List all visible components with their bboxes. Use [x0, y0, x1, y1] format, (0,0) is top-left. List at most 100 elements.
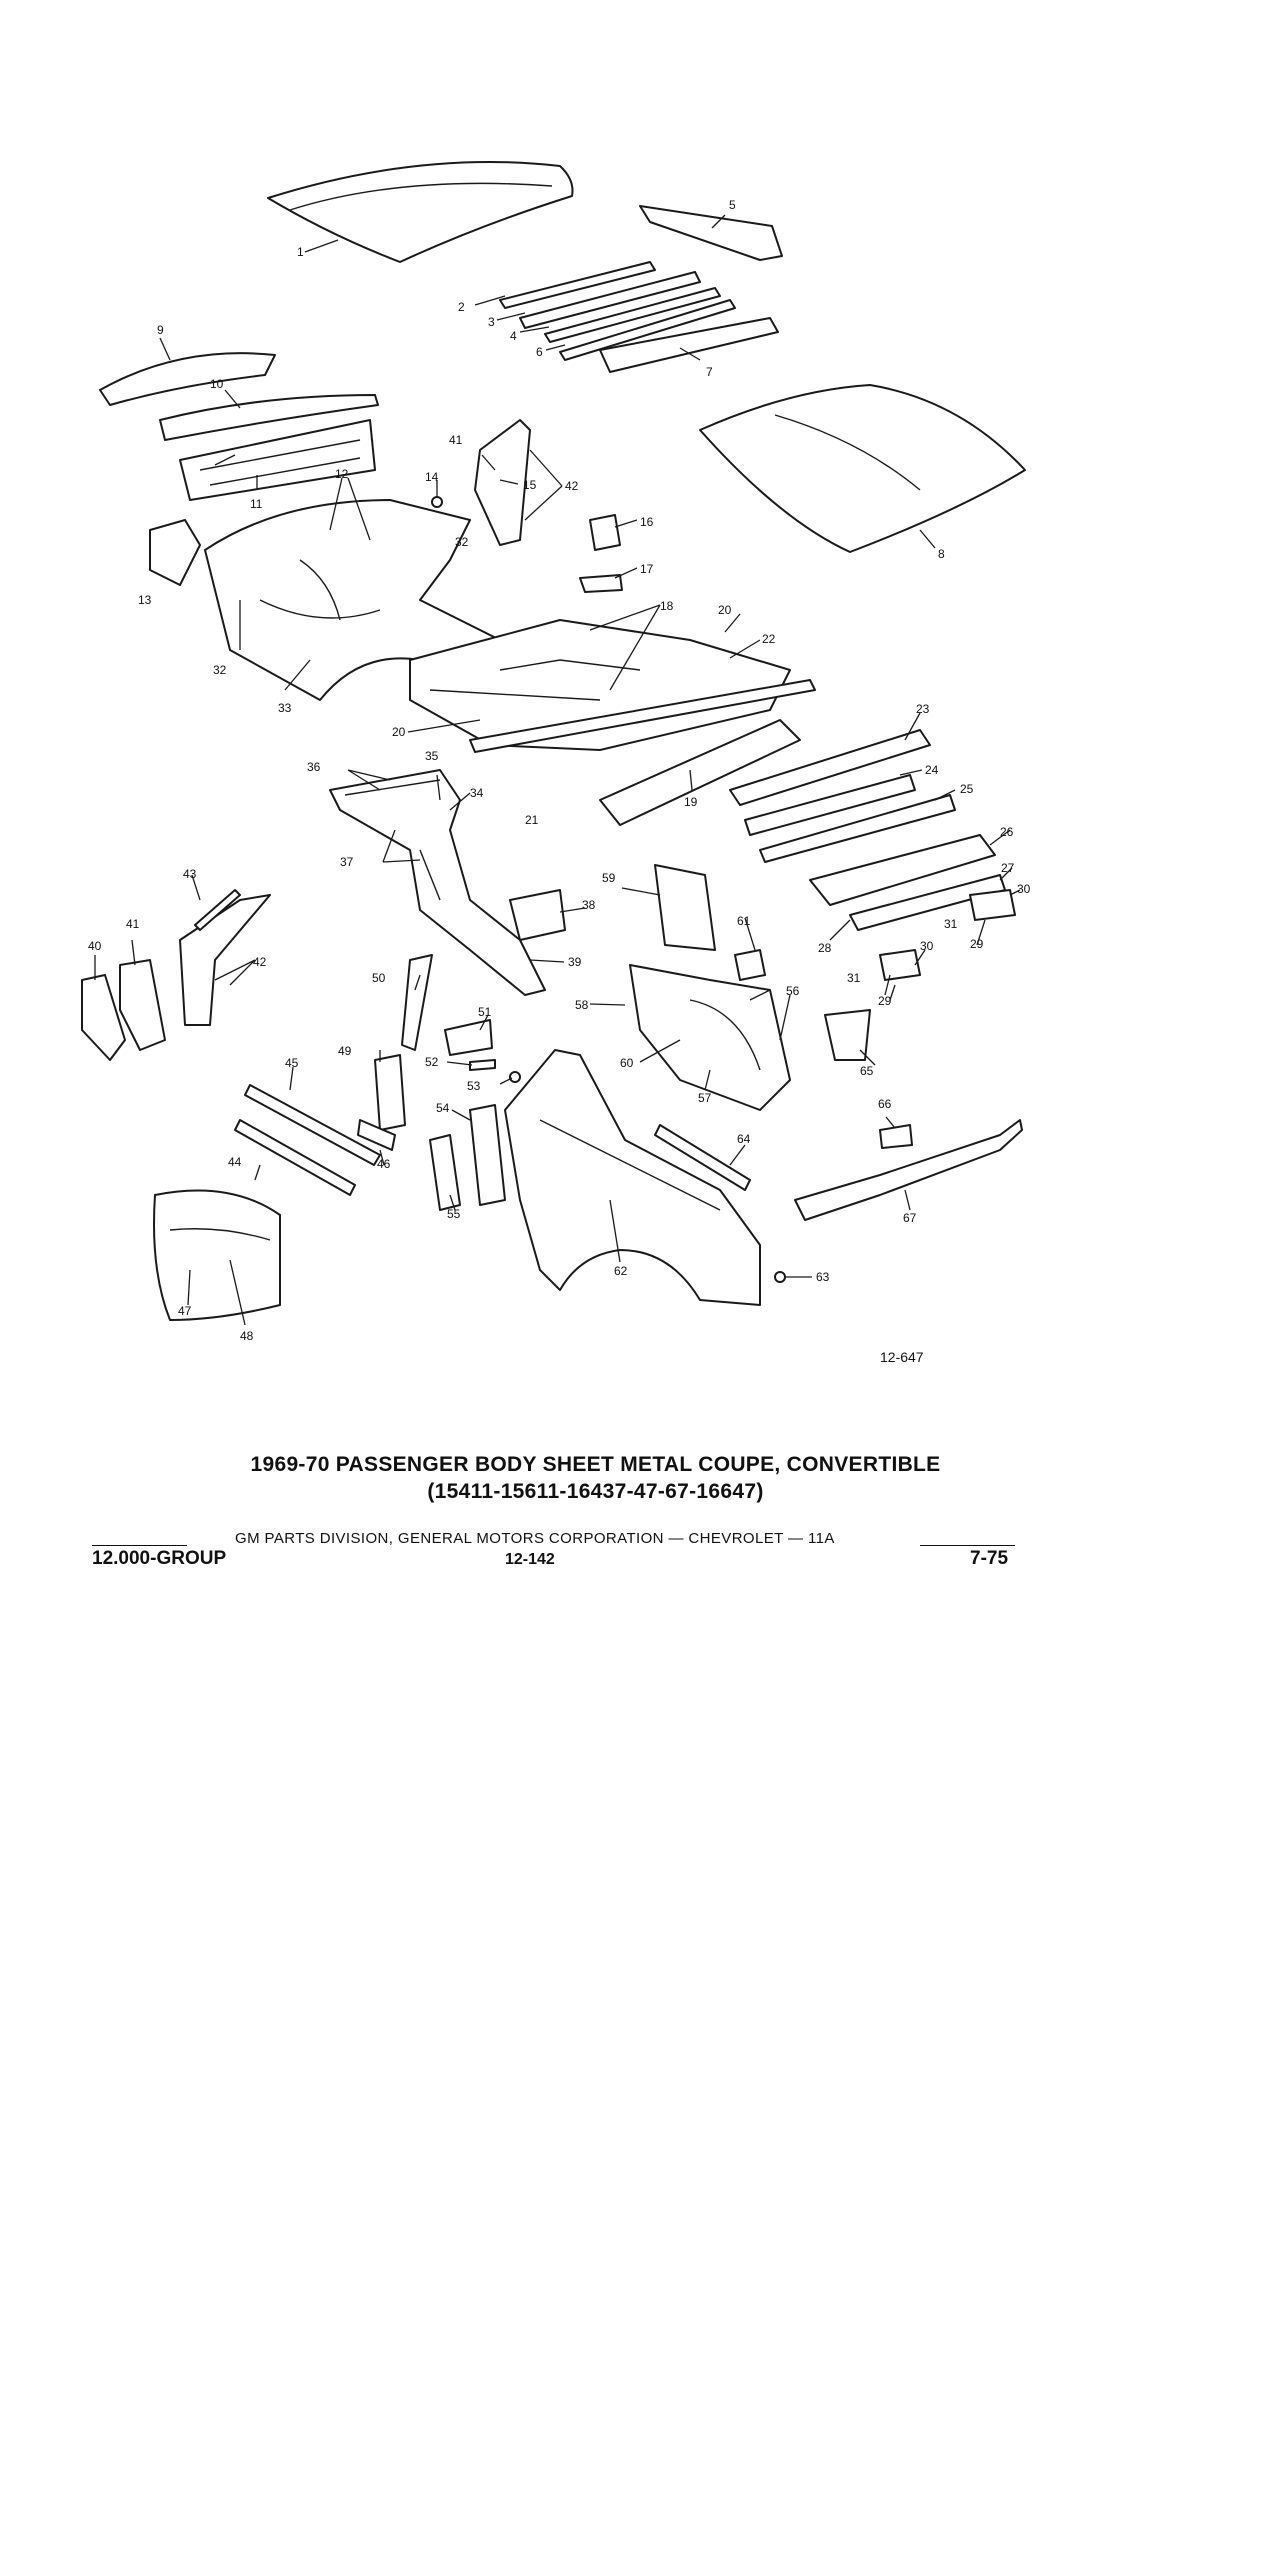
callout-21: 21 — [525, 813, 539, 827]
part-cowl-vent-panel — [99, 352, 276, 406]
callout-38: 38 — [582, 898, 596, 912]
callout-32b: 32 — [213, 663, 227, 677]
part-quarter-outer-panel — [504, 1049, 761, 1306]
callout-66: 66 — [878, 1097, 892, 1111]
part-deck-lid — [699, 384, 1026, 553]
part-floor-side-rail — [809, 834, 996, 906]
part-door-outer-panel — [153, 1189, 281, 1321]
callout-54: 54 — [436, 1101, 450, 1115]
part-bracket — [589, 514, 621, 551]
callout-4: 4 — [510, 329, 517, 343]
callout-43: 43 — [183, 867, 197, 881]
part-windshield-pillar — [401, 954, 433, 1051]
callout-44: 44 — [228, 1155, 242, 1169]
callout-19: 19 — [684, 795, 698, 809]
callout-37: 37 — [340, 855, 354, 869]
callout-18: 18 — [660, 599, 674, 613]
footer-group-number: 12.000-GROUP — [92, 1548, 227, 1569]
callout-32a: 32 — [455, 535, 469, 549]
callout-41a: 41 — [126, 917, 140, 931]
part-door-rails — [234, 1084, 396, 1196]
callout-39: 39 — [568, 955, 582, 969]
callout-22: 22 — [762, 632, 776, 646]
part-dash-top — [159, 394, 379, 441]
callout-50: 50 — [372, 971, 386, 985]
part-lock-pillar-outer — [469, 1104, 506, 1206]
callout-33: 33 — [278, 701, 292, 715]
figure-reference-number: 12-647 — [880, 1349, 924, 1365]
part-roof-panel — [267, 161, 574, 263]
callout-52: 52 — [425, 1055, 439, 1069]
part-front-body-pillar — [329, 769, 546, 996]
part-rear-end-panel — [794, 1119, 1023, 1221]
callout-61: 61 — [737, 914, 751, 928]
callout-7: 7 — [706, 365, 713, 379]
callout-45: 45 — [285, 1056, 299, 1070]
callout-28: 28 — [818, 941, 832, 955]
callout-42a: 42 — [565, 479, 579, 493]
part-hinge-pillar — [374, 1054, 406, 1131]
part-wheelhouse-bracket — [734, 949, 766, 981]
callout-55: 55 — [447, 1207, 461, 1221]
callout-9: 9 — [157, 323, 164, 337]
footer-revision-date: 7-75 — [970, 1548, 1009, 1569]
callout-5: 5 — [729, 198, 736, 212]
part-cross-member — [469, 679, 816, 753]
part-pillar-filler — [444, 1019, 493, 1056]
part-quarter-brace — [824, 1009, 871, 1061]
callout-59: 59 — [602, 871, 616, 885]
part-body-lock-pillar — [474, 419, 531, 546]
part-rear-floor-pan — [409, 619, 791, 751]
part-rocker-panels — [729, 729, 956, 863]
callout-15: 15 — [523, 478, 537, 492]
part-cowl-side-panel — [149, 519, 201, 586]
callout-20a: 20 — [718, 603, 732, 617]
leader-lines — [94, 214, 1021, 1326]
callout-41b: 41 — [449, 433, 463, 447]
footer-rule-right — [920, 1545, 1015, 1546]
callout-42b: 42 — [253, 955, 267, 969]
callout-46: 46 — [377, 1157, 391, 1171]
part-dash-panel — [179, 419, 376, 501]
callout-49: 49 — [338, 1044, 352, 1058]
callout-1: 1 — [297, 245, 304, 259]
part-spring-hanger — [969, 889, 1016, 921]
exploded-parts-diagram: 1 2 3 4 5 6 7 8 9 10 11 12 13 14 15 16 1… — [81, 161, 1031, 1365]
part-clip — [431, 496, 443, 508]
part-seat-bracket — [579, 574, 623, 593]
part-windshield-header — [639, 205, 783, 261]
callout-35: 35 — [425, 749, 439, 763]
callout-56: 56 — [786, 984, 800, 998]
part-tail-bracket — [879, 1124, 913, 1149]
callout-12: 12 — [335, 467, 349, 481]
part-spring-hanger-rear — [879, 949, 921, 981]
callout-24: 24 — [925, 763, 939, 777]
callout-47: 47 — [178, 1304, 192, 1318]
callout-26: 26 — [1000, 825, 1014, 839]
callout-51: 51 — [478, 1005, 492, 1019]
caption-model-numbers: (15411-15611-16437-47-67-16647) — [427, 1480, 764, 1503]
part-roof-rails — [499, 261, 736, 361]
callout-60: 60 — [620, 1056, 634, 1070]
caption-title: 1969-70 PASSENGER BODY SHEET METAL COUPE… — [250, 1453, 941, 1476]
part-lock-pillar-inner — [429, 1134, 461, 1211]
callout-53: 53 — [467, 1079, 481, 1093]
callout-36: 36 — [307, 760, 321, 774]
callout-48: 48 — [240, 1329, 254, 1343]
callout-65: 65 — [860, 1064, 874, 1078]
callout-14: 14 — [425, 470, 439, 484]
callout-57: 57 — [698, 1091, 712, 1105]
callout-20b: 20 — [392, 725, 406, 739]
callout-31b: 31 — [847, 971, 861, 985]
footer-rule-left — [92, 1545, 187, 1546]
callout-16: 16 — [640, 515, 654, 529]
callout-63: 63 — [816, 1270, 830, 1284]
callout-3: 3 — [488, 315, 495, 329]
part-quarter-inner-panel — [629, 864, 791, 1111]
callout-labels: 1 2 3 4 5 6 7 8 9 10 11 12 13 14 15 16 1… — [88, 198, 1031, 1365]
callout-29a: 29 — [970, 937, 984, 951]
callout-17: 17 — [640, 562, 654, 576]
callout-62: 62 — [614, 1264, 628, 1278]
callout-40: 40 — [88, 939, 102, 953]
